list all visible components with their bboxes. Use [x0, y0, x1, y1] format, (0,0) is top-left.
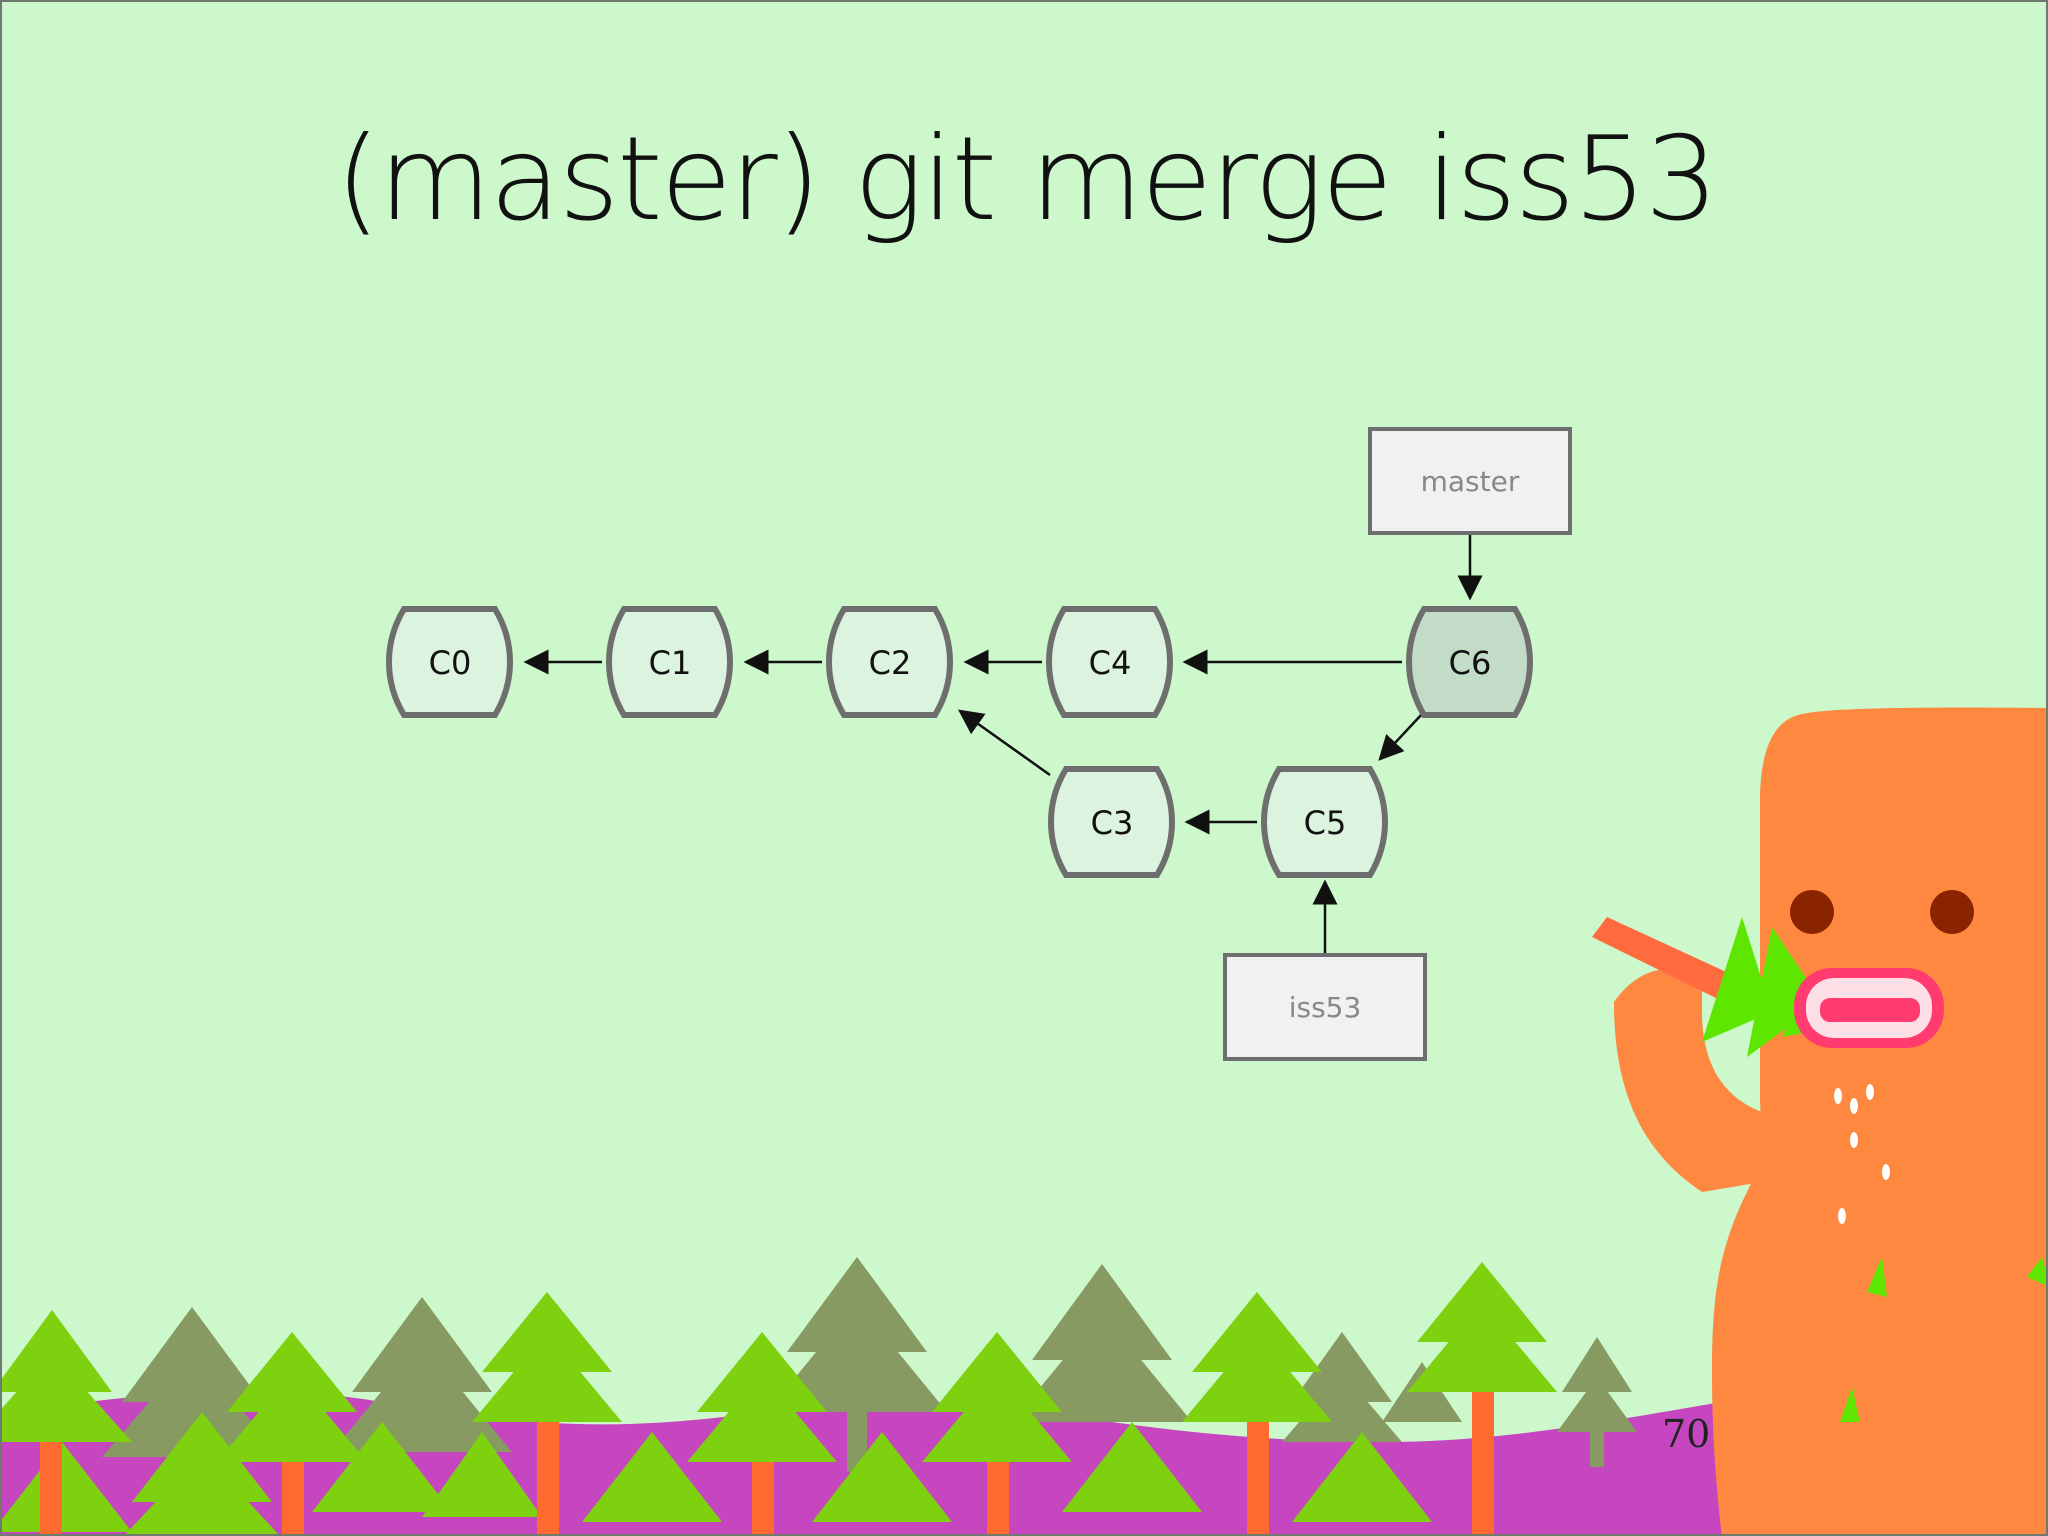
commit-C3: C3 [1048, 766, 1175, 878]
dark-tree-trunks [847, 1402, 1604, 1472]
commit-label: C6 [1449, 644, 1492, 682]
graph-edges [523, 534, 1483, 955]
commit-label: C1 [649, 644, 692, 682]
commit-label: C4 [1089, 644, 1132, 682]
branch-label: master [1421, 465, 1520, 498]
stick [1592, 917, 1737, 1002]
monster-eye-left [1790, 890, 1834, 934]
commit-graph: C0 C1 C2 C4 C6 C3 [386, 427, 1572, 1061]
branch-label: iss53 [1289, 991, 1362, 1024]
dark-trees [102, 1257, 1637, 1457]
monster-arm [1614, 968, 1762, 1192]
commit-label: C3 [1091, 804, 1134, 842]
commit-C6: C6 [1406, 606, 1533, 718]
commit-label: C0 [429, 644, 472, 682]
orange-monster-illustration [1592, 707, 2046, 1534]
slide-title: (master) git merge iss53 [335, 112, 1718, 247]
edge-c3-c2 [957, 709, 1051, 777]
forest-illustration [2, 1257, 2046, 1534]
commit-C5: C5 [1261, 766, 1388, 878]
commit-C1: C1 [606, 606, 733, 718]
orange-trunks [40, 1392, 1494, 1534]
commit-C0: C0 [386, 606, 513, 718]
monster-eye-right [1930, 890, 1974, 934]
page-number: 70 [1662, 1412, 1711, 1456]
commit-label: C5 [1304, 804, 1347, 842]
drool-drops [1834, 1084, 1890, 1224]
branch-iss53: iss53 [1223, 953, 1427, 1061]
branch-master: master [1368, 427, 1572, 535]
commit-C4: C4 [1046, 606, 1173, 718]
monster-body [1712, 707, 2046, 1534]
light-trees [2, 1262, 1557, 1534]
commit-label: C2 [869, 644, 912, 682]
commit-C2: C2 [826, 606, 953, 718]
edge-c6-c5 [1378, 713, 1423, 761]
